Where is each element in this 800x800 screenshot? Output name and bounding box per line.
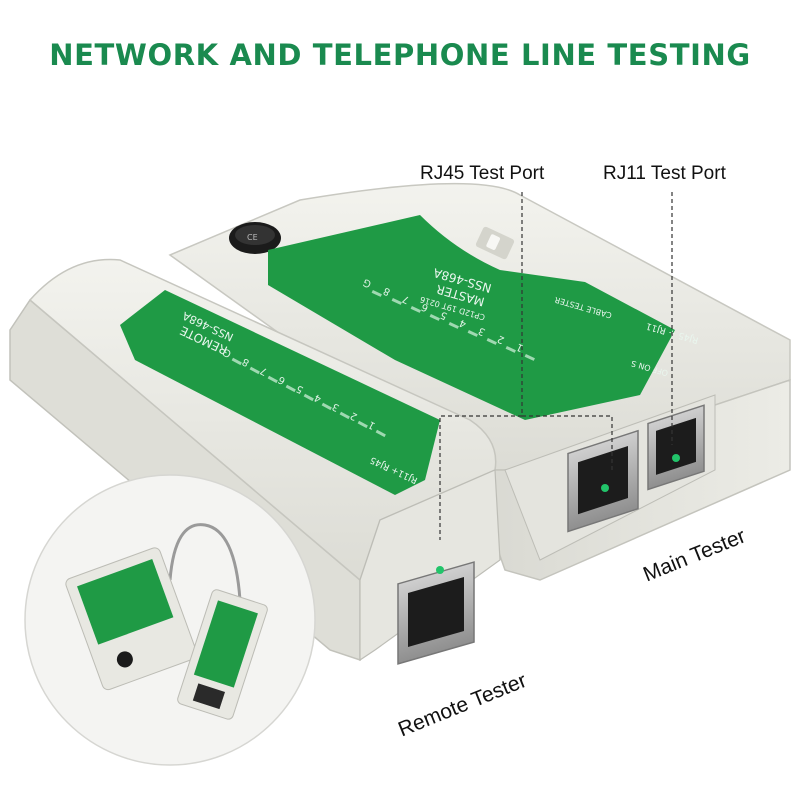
headline: NETWORK AND TELEPHONE LINE TESTING bbox=[49, 38, 751, 72]
pin-label: 8 bbox=[241, 355, 252, 368]
pin-label: 5 bbox=[439, 309, 449, 322]
pin-label: 1 bbox=[367, 418, 378, 431]
pin-label: G bbox=[362, 276, 374, 289]
pin-label: 4 bbox=[458, 317, 468, 330]
main-led-row bbox=[371, 289, 535, 361]
rj45-port-label: RJ45 Test Port bbox=[420, 163, 545, 184]
pin-label: 5 bbox=[295, 382, 306, 395]
pin-label: 6 bbox=[420, 301, 430, 314]
pin-label: 7 bbox=[259, 364, 270, 377]
pin-label: 8 bbox=[382, 285, 392, 298]
power-switch bbox=[475, 226, 515, 260]
rj11-port-label: RJ11 Test Port bbox=[603, 163, 726, 184]
pin-label: 7 bbox=[401, 293, 411, 306]
pin-label: 3 bbox=[477, 325, 487, 338]
pin-label: 6 bbox=[277, 373, 288, 386]
svg-text:CE: CE bbox=[247, 233, 258, 242]
remote-panel: REMOTE NSS-468A RJ11+ RJ45 bbox=[120, 290, 440, 495]
pin-label: 4 bbox=[313, 391, 324, 404]
pin-label: 3 bbox=[331, 400, 342, 413]
pin-label: 2 bbox=[349, 409, 360, 422]
callout-lines bbox=[439, 192, 673, 540]
main-rj11-port bbox=[647, 404, 705, 491]
remote-rj45-port bbox=[397, 561, 475, 665]
pin-label: 1 bbox=[515, 341, 525, 354]
main-panel: MASTER NSS-468A CP12D 19T 0216 CABLE TES… bbox=[268, 215, 700, 420]
main-rj45-port bbox=[567, 429, 639, 533]
pin-label: 2 bbox=[496, 333, 506, 346]
inset-photo bbox=[24, 474, 316, 766]
power-cap: CE bbox=[229, 222, 281, 254]
remote-led-row bbox=[231, 357, 386, 438]
